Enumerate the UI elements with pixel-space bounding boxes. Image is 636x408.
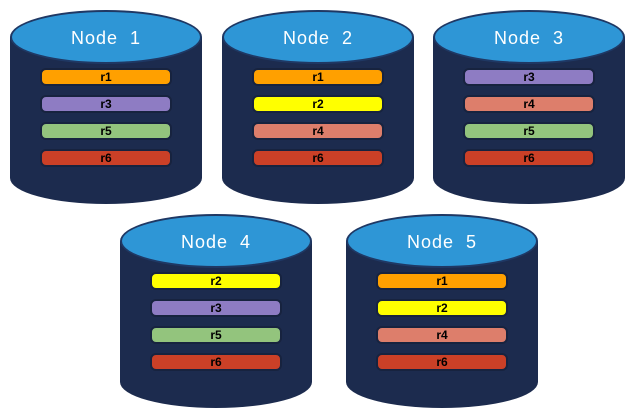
replica-bar: r6 bbox=[463, 149, 595, 167]
replica-bar: r3 bbox=[40, 95, 172, 113]
node-cylinder: Node 2 r1 r2 r4 r6 bbox=[222, 8, 414, 204]
replica-bar: r3 bbox=[150, 299, 282, 317]
cylinder-top-ellipse: Node 2 bbox=[222, 10, 414, 64]
node-title: Node 2 bbox=[282, 27, 354, 48]
replica-bar: r5 bbox=[463, 122, 595, 140]
cylinder-body bbox=[346, 240, 538, 408]
replica-bar-list: r1 r2 r4 r6 bbox=[376, 272, 508, 371]
replica-bar: r1 bbox=[40, 68, 172, 86]
cylinder-top-ellipse: Node 1 bbox=[10, 10, 202, 64]
node-cylinder: Node 5 r1 r2 r4 r6 bbox=[346, 212, 538, 408]
replica-bar: r6 bbox=[40, 149, 172, 167]
replica-bar: r4 bbox=[376, 326, 508, 344]
cylinder-top-ellipse: Node 4 bbox=[120, 214, 312, 268]
cylinder-body bbox=[433, 36, 625, 204]
node-title: Node 4 bbox=[180, 231, 252, 252]
node-cylinder: Node 1 r1 r3 r5 r6 bbox=[10, 8, 202, 204]
replica-bar: r1 bbox=[376, 272, 508, 290]
replica-bar-list: r1 r3 r5 r6 bbox=[40, 68, 172, 167]
replica-bar: r6 bbox=[252, 149, 384, 167]
node-title: Node 5 bbox=[406, 231, 478, 252]
replica-bar: r4 bbox=[252, 122, 384, 140]
replica-bar-list: r3 r4 r5 r6 bbox=[463, 68, 595, 167]
replica-bar: r3 bbox=[463, 68, 595, 86]
cylinder-top-ellipse: Node 3 bbox=[433, 10, 625, 64]
replica-bar: r6 bbox=[376, 353, 508, 371]
replica-bar: r2 bbox=[150, 272, 282, 290]
node-cylinder: Node 4 r2 r3 r5 r6 bbox=[120, 212, 312, 408]
node-title: Node 1 bbox=[70, 27, 142, 48]
node-cylinder: Node 3 r3 r4 r5 r6 bbox=[433, 8, 625, 204]
cylinder-body bbox=[120, 240, 312, 408]
replica-bar: r6 bbox=[150, 353, 282, 371]
replica-bar: r5 bbox=[40, 122, 172, 140]
replica-bar: r5 bbox=[150, 326, 282, 344]
replica-bar: r4 bbox=[463, 95, 595, 113]
replica-bar: r2 bbox=[376, 299, 508, 317]
replica-bar-list: r2 r3 r5 r6 bbox=[150, 272, 282, 371]
replica-bar: r1 bbox=[252, 68, 384, 86]
replica-bar: r2 bbox=[252, 95, 384, 113]
cylinder-top-ellipse: Node 5 bbox=[346, 214, 538, 268]
replica-bar-list: r1 r2 r4 r6 bbox=[252, 68, 384, 167]
cylinder-body bbox=[10, 36, 202, 204]
node-title: Node 3 bbox=[493, 27, 565, 48]
cylinder-body bbox=[222, 36, 414, 204]
